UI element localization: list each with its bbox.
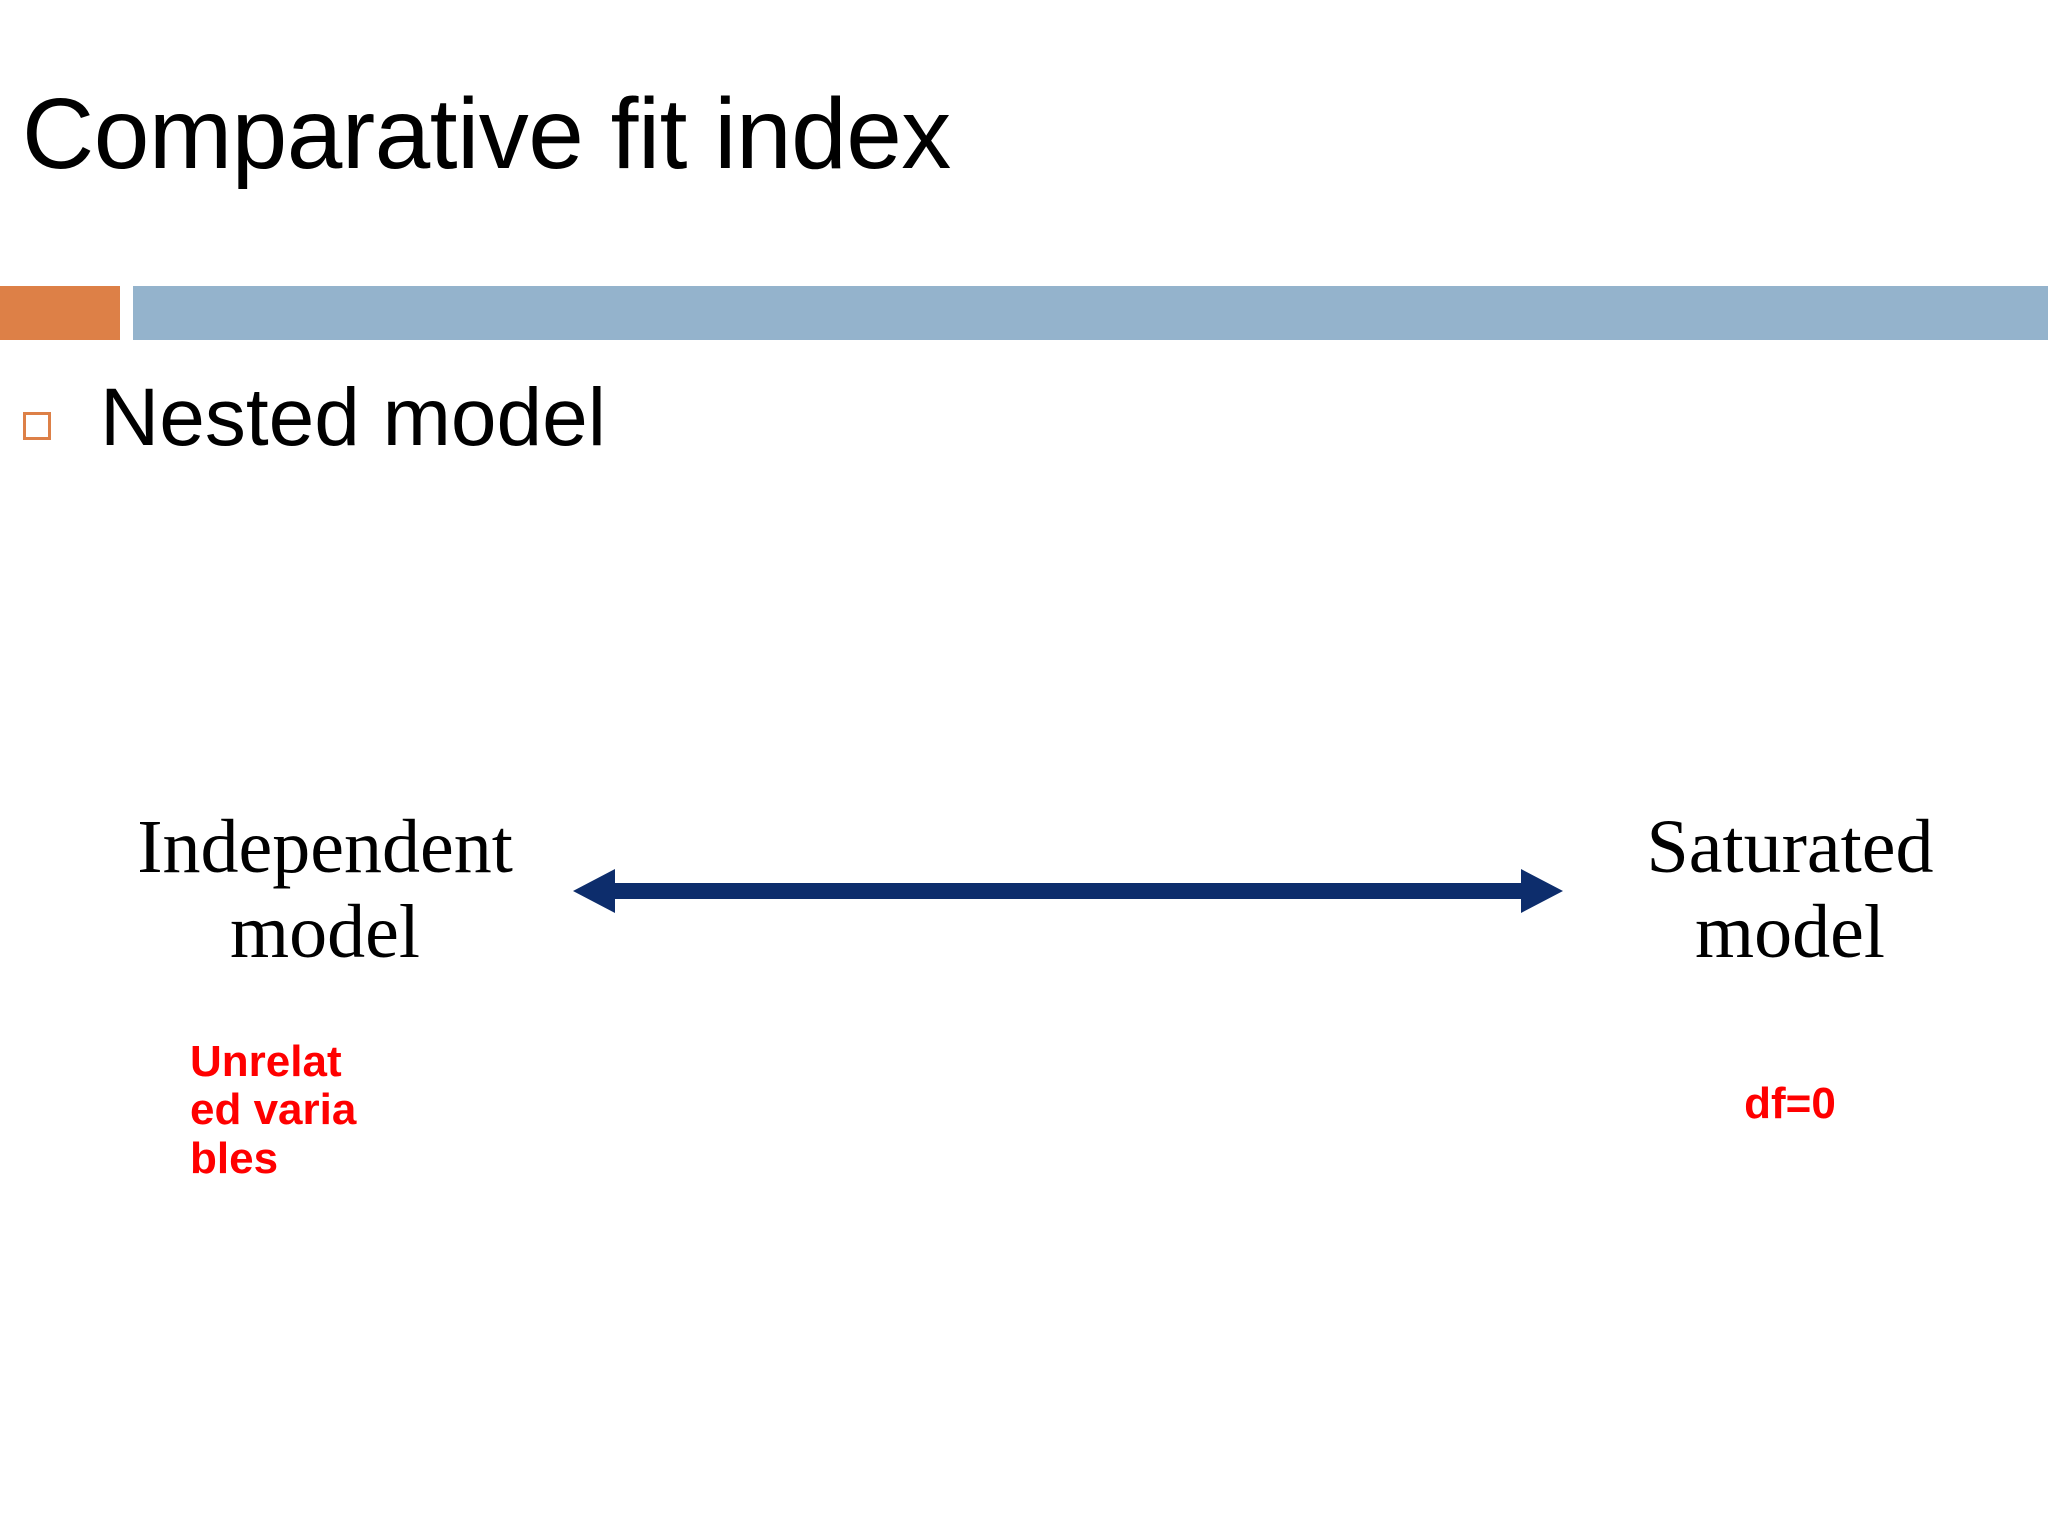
unrelated-variables-note: Unrelated variables <box>190 1037 357 1183</box>
title-divider-bar <box>0 286 2048 340</box>
saturated-model-label: Saturated model <box>1646 805 1934 975</box>
double-headed-arrow-svg <box>573 869 1563 913</box>
divider-accent-segment <box>0 286 120 340</box>
bullet-item-label: Nested model <box>100 372 606 463</box>
page-title: Comparative fit index <box>22 78 951 190</box>
model-continuum-diagram: Independent model Saturated model Unrela… <box>0 780 2048 1340</box>
df-zero-note: df=0 <box>1744 1079 1836 1128</box>
independent-model-label: Independent model <box>137 805 513 975</box>
bullet-list-item: Nested model <box>18 372 1618 482</box>
square-bullet-icon <box>23 412 51 440</box>
double-headed-arrow-icon <box>573 866 1563 916</box>
divider-main-segment <box>133 286 2048 340</box>
